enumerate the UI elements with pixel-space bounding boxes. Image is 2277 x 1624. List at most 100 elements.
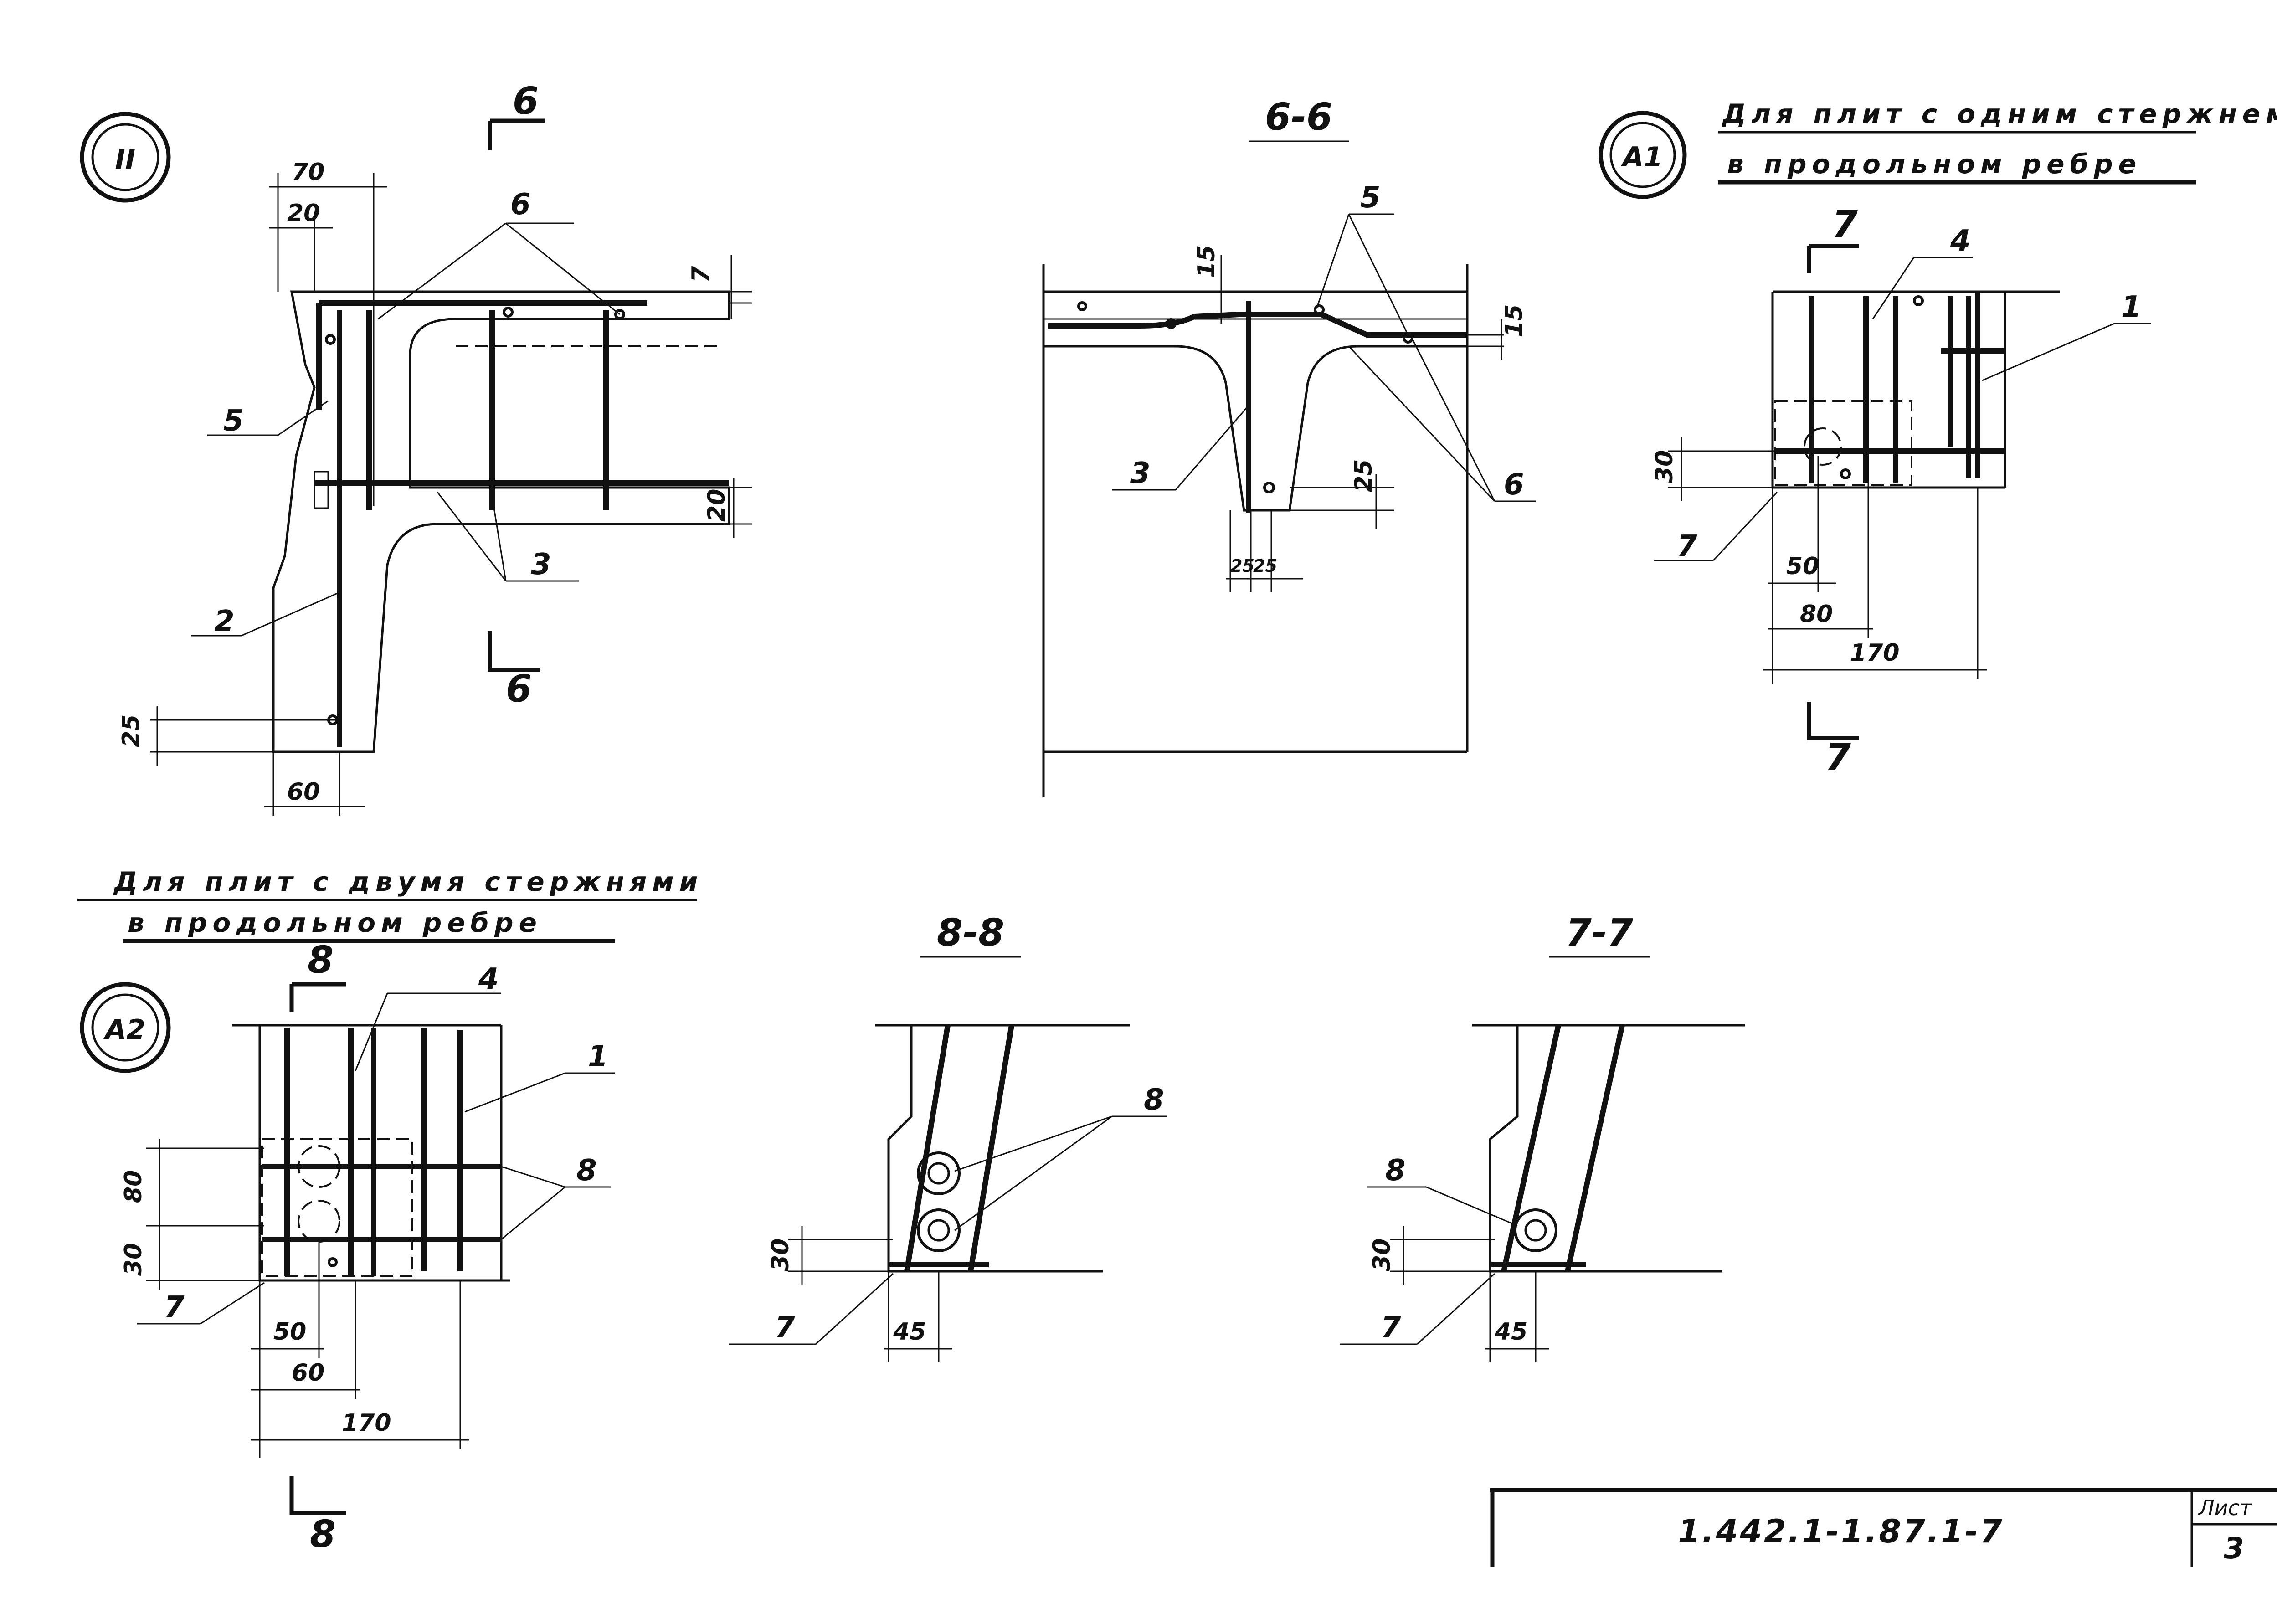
node-a1-callout-7: 7 (1677, 529, 1697, 563)
section-8-8-dim-45: 45 (893, 1318, 926, 1346)
node-a1-cut-label-bottom: 7 (1825, 736, 1851, 779)
section-6-6-dim-15a: 15 (1193, 245, 1220, 278)
node-a2-badge: A2 (80, 982, 171, 1073)
node-a2-dim-60: 60 (292, 1359, 324, 1387)
node-a1-cut-mark-top: 7 (1807, 203, 1859, 273)
node-ii-callouts: 6 5 2 3 (191, 188, 620, 638)
node-ii-callout-2: 2 (214, 605, 235, 638)
node-ii-dim-70: 70 (292, 159, 324, 186)
node-ii-cut-label-bottom: 6 (506, 668, 532, 711)
node-a2-callout-4: 4 (478, 962, 499, 996)
section-6-6-title: 6-6 (1265, 96, 1332, 139)
node-a1-outline (1771, 290, 2060, 489)
node-ii-concrete-outline (272, 290, 730, 753)
node-ii-callout-3: 3 (531, 548, 551, 581)
node-a1-reinforcement (1775, 292, 2005, 483)
section-6-6-outline (1043, 290, 1469, 512)
section-8-8-callouts: 8 7 (729, 1083, 1167, 1345)
node-a2-dim-30: 30 (120, 1243, 147, 1276)
node-a1-detail: A1 Для плит с одним стержнем в продольно… (1599, 98, 2277, 779)
section-6-6-dim-25r: 25 (1253, 556, 1277, 576)
section-7-7: 7-7 30 45 8 7 (1340, 911, 1745, 1362)
node-a2-dim-80: 80 (120, 1170, 147, 1203)
section-7-7-callout-8: 8 (1385, 1154, 1406, 1187)
section-8-8-title: 8-8 (937, 911, 1004, 955)
section-7-7-dim-30: 30 (1368, 1239, 1396, 1271)
node-a2-callout-1: 1 (588, 1040, 608, 1074)
section-7-7-dim-45: 45 (1494, 1318, 1527, 1346)
node-ii-cut-mark-top: 6 (488, 80, 545, 150)
section-6-6-callout-6: 6 (1504, 468, 1524, 502)
node-ii-cut-label-top: 6 (513, 80, 539, 123)
node-a1-dim-30: 30 (1651, 450, 1678, 483)
node-a2-callouts: 4 1 8 7 (137, 962, 615, 1325)
node-a2-callout-7: 7 (164, 1290, 185, 1324)
title-stamp: 1.442.1-1.87.1-7 Лист 3 (1490, 1488, 2277, 1567)
node-a2-plate (261, 1138, 413, 1277)
node-a1-plate (1774, 400, 1912, 486)
node-a2-badge-text: A2 (103, 1014, 145, 1046)
node-ii-badge: II (80, 112, 171, 203)
node-ii-dim-20b: 20 (703, 489, 730, 522)
section-6-6-callout-3: 3 (1130, 457, 1151, 490)
node-a1-badge-text: A1 (1621, 141, 1663, 173)
section-8-8-dimensions: 30 45 (767, 1226, 952, 1362)
section-6-6-dim-15b: 15 (1501, 304, 1528, 337)
section-6-6-callouts: 5 3 6 (1112, 181, 1536, 502)
section-6-6-callout-5: 5 (1360, 181, 1381, 215)
section-6-6-dimensions: 15 15 25 25 25 (1193, 245, 1528, 592)
node-a1-callout-1: 1 (2121, 290, 2142, 324)
node-a1-callout-4: 4 (1950, 224, 1971, 258)
node-a1-callouts: 4 1 7 (1654, 224, 2151, 563)
section-8-8-outline (875, 1024, 1130, 1273)
node-a2-note-line1: Для плит с двумя стержнями (113, 866, 703, 897)
node-ii-dim-7: 7 (687, 266, 714, 283)
node-a2-dimensions: 80 30 50 60 170 (120, 1139, 469, 1458)
node-ii-detail: II 6 6 (80, 80, 752, 816)
node-ii-cut-mark-bottom: 6 (488, 631, 540, 711)
node-a2-reinforcement (262, 1028, 501, 1276)
node-a1-dim-50: 50 (1786, 553, 1819, 580)
stamp-designation: 1.442.1-1.87.1-7 (1678, 1513, 2004, 1550)
node-ii-dimensions: 70 20 7 20 2 5 60 (118, 159, 752, 816)
node-a2-note-line2: в продольном ребре (128, 907, 542, 938)
section-7-7-callouts: 8 7 (1340, 1154, 1518, 1345)
node-a2-cut-label-top: 8 (308, 939, 334, 982)
node-a1-cut-mark-bottom: 7 (1807, 702, 1859, 779)
section-7-7-title: 7-7 (1566, 911, 1633, 955)
section-8-8-bar-lower (917, 1208, 961, 1252)
node-a1-note-line2: в продольном ребре (1727, 149, 2142, 180)
node-a2-dim-50: 50 (273, 1318, 306, 1346)
node-a1-dim-80: 80 (1800, 601, 1833, 628)
node-a2-dim-170: 170 (342, 1409, 391, 1437)
node-ii-callout-6: 6 (510, 188, 531, 221)
node-ii-dim-60: 60 (287, 778, 320, 806)
section-6-6-dim-25l: 25 (1230, 556, 1254, 576)
section-8-8-callout-7: 7 (775, 1311, 795, 1345)
node-a2-callout-8: 8 (576, 1154, 597, 1187)
node-a1-dimensions: 30 50 80 170 (1651, 437, 1987, 684)
section-8-8-bar-upper (917, 1151, 961, 1195)
node-ii-badge-text: II (115, 144, 136, 175)
section-6-6-dim-25: 25 (1350, 459, 1378, 492)
node-a2-cut-mark-bottom: 8 (289, 1476, 346, 1556)
node-a2-cut-mark-top: 8 (289, 939, 346, 1012)
section-8-8-callout-8: 8 (1144, 1083, 1164, 1117)
section-7-7-bar (1514, 1208, 1557, 1252)
stamp-sheet-number: 3 (2224, 1532, 2244, 1566)
section-8-8: 8-8 30 45 8 7 (729, 911, 1167, 1362)
section-7-7-callout-7: 7 (1381, 1311, 1401, 1345)
section-6-6-mesh (1048, 312, 1467, 338)
node-ii-callout-5: 5 (223, 404, 244, 438)
section-7-7-dimensions: 30 45 (1368, 1226, 1549, 1362)
node-a2-detail: Для плит с двумя стержнями в продольном … (77, 866, 703, 1556)
stamp-sheet-label: Лист (2198, 1496, 2252, 1520)
section-6-6: 6-6 15 15 25 25 (1042, 96, 1536, 797)
node-a1-cut-label-top: 7 (1832, 203, 1858, 246)
section-8-8-dim-30: 30 (767, 1239, 794, 1271)
node-ii-dim-20: 20 (287, 200, 320, 227)
node-a1-dim-170: 170 (1850, 639, 1900, 667)
node-a1-badge: A1 (1599, 111, 1687, 199)
